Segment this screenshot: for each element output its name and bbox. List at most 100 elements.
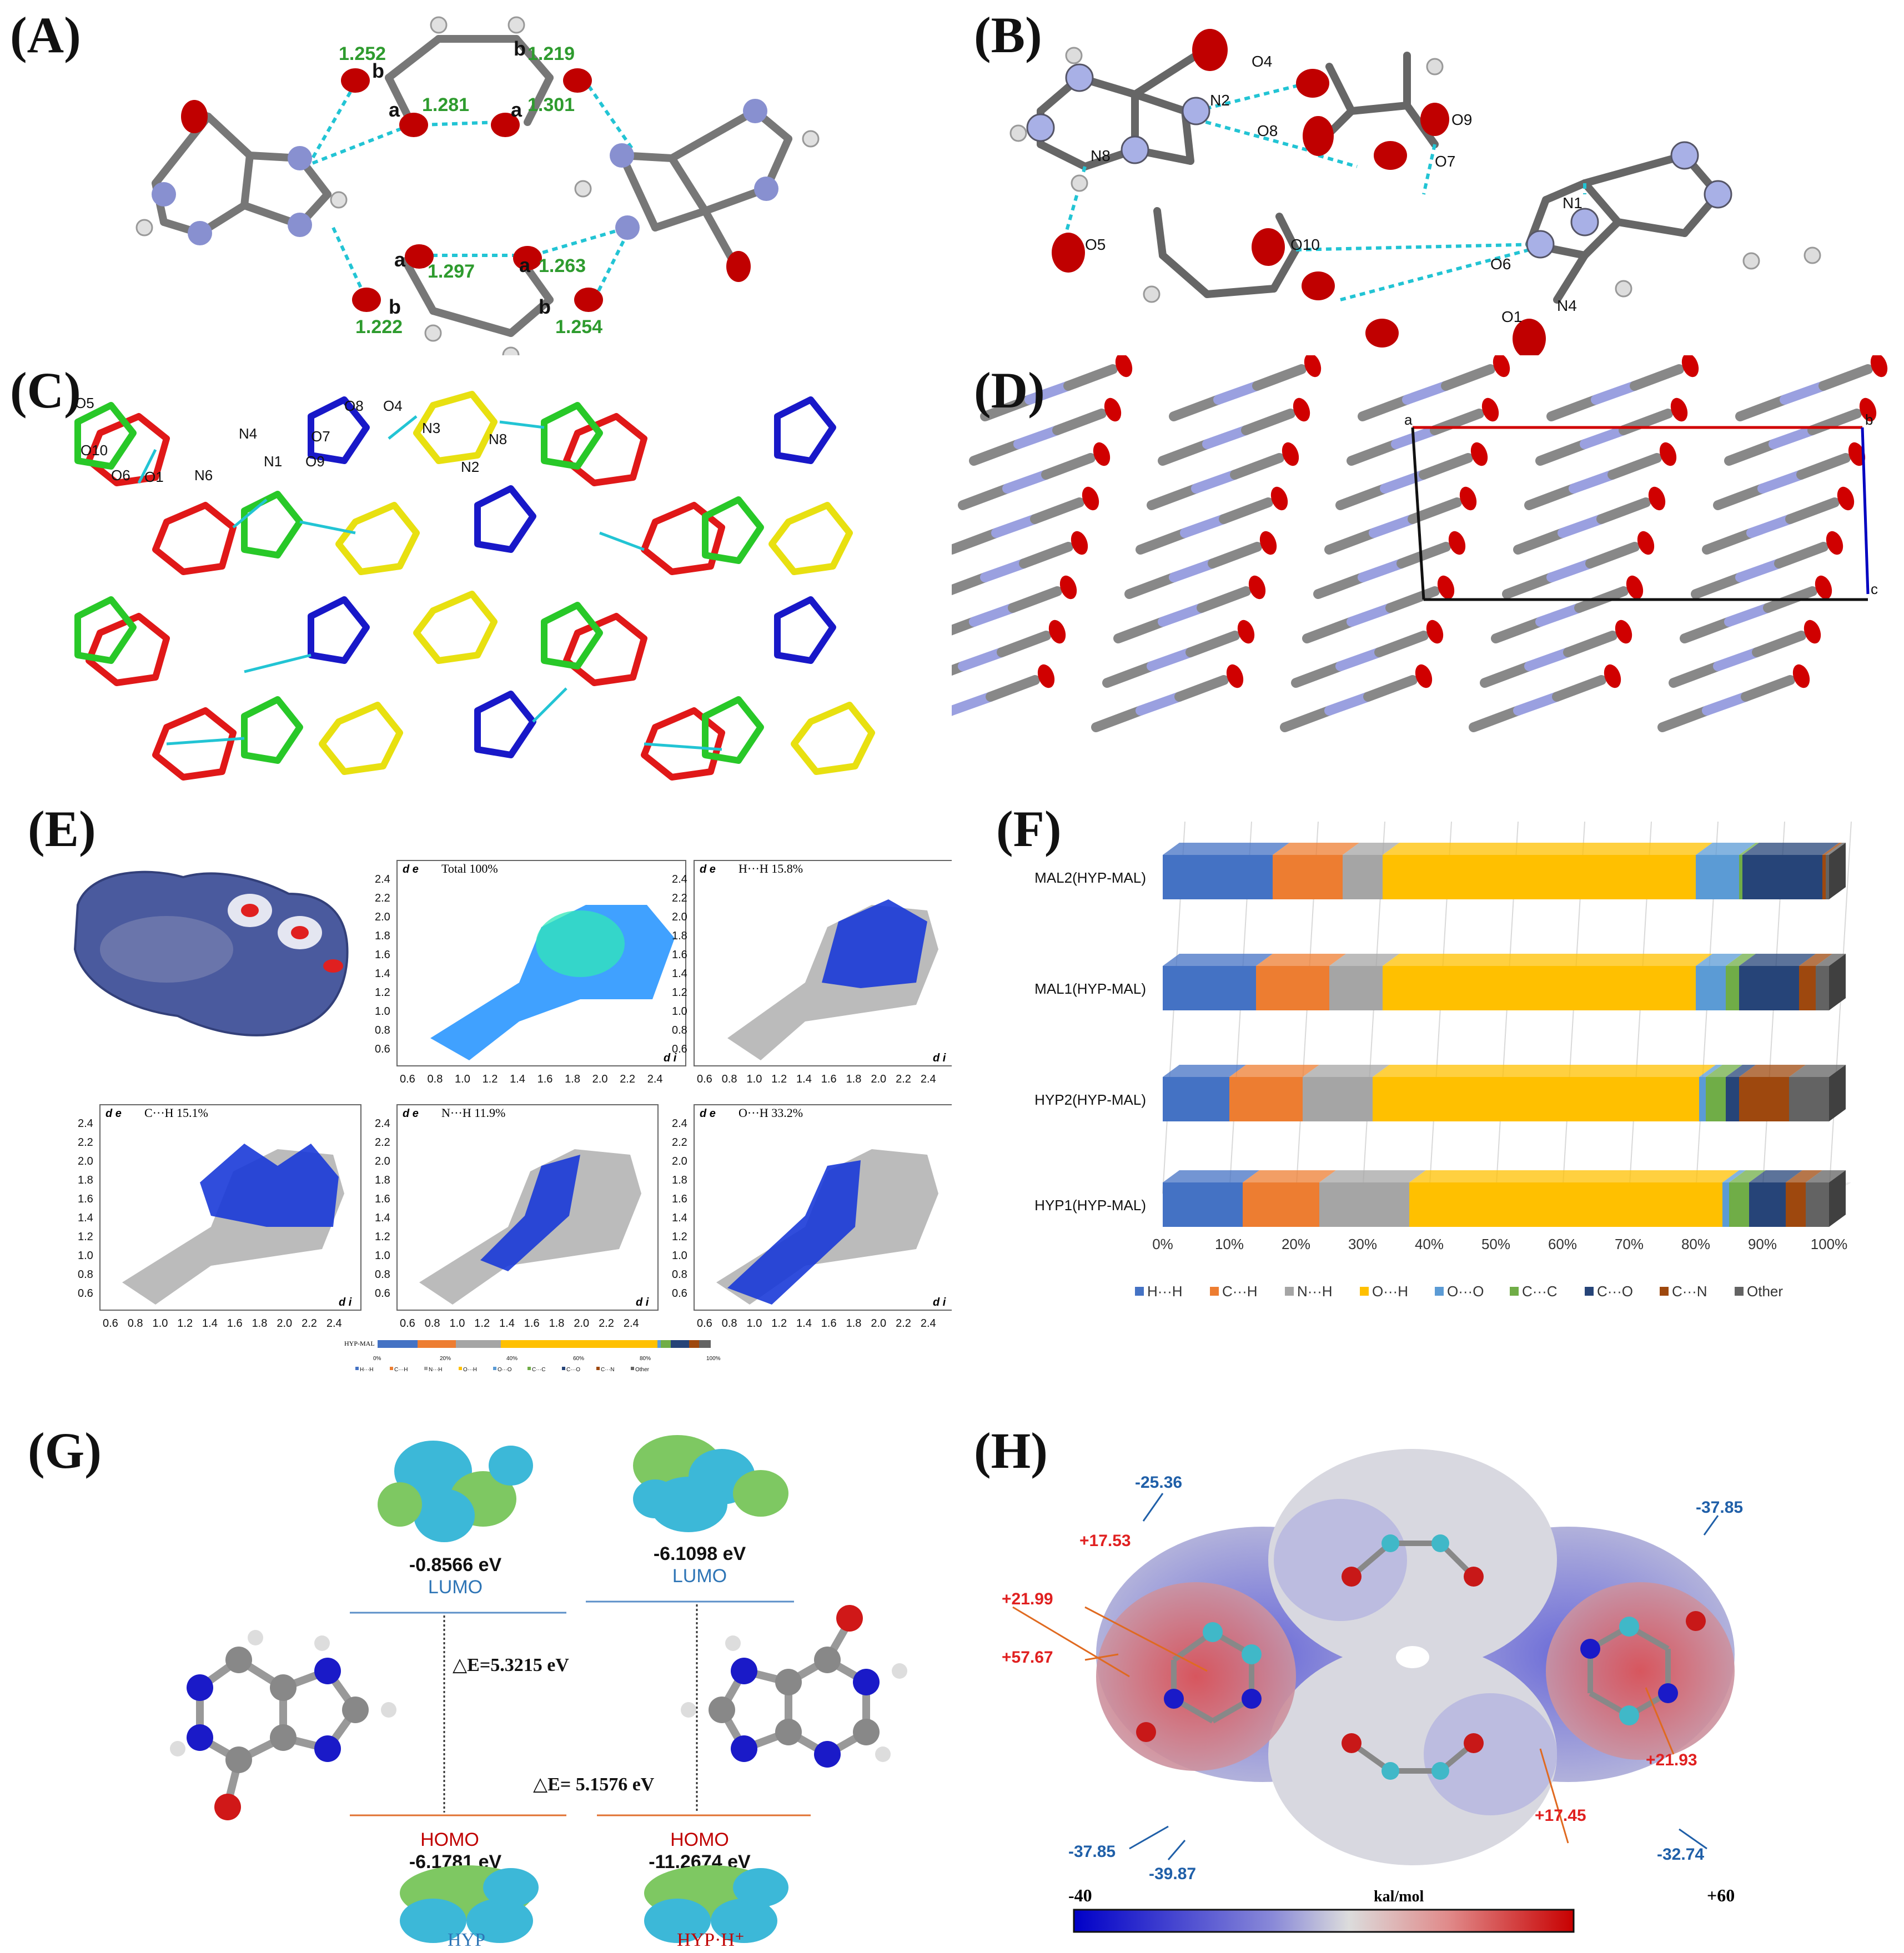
packing-chain-segment bbox=[991, 514, 1040, 538]
y-tick-label: 2.0 bbox=[672, 911, 687, 923]
svg-text:d e: d e bbox=[106, 1108, 122, 1120]
oxygen-atom bbox=[1870, 353, 1888, 377]
energy-gap-hyph: △E= 5.1576 eV bbox=[533, 1774, 655, 1795]
packing-chain-segment bbox=[1580, 425, 1629, 449]
bar-segment-top bbox=[1742, 843, 1839, 855]
oxygen-atom bbox=[1237, 620, 1255, 644]
oxygen-atom bbox=[1259, 531, 1277, 555]
panel-a-structure: 1.252 1.281 1.219 1.301 1.297 1.263 1.22… bbox=[135, 16, 820, 364]
y-tick-label: 1.2 bbox=[672, 1231, 687, 1243]
mini-bar-segment bbox=[418, 1340, 456, 1348]
atom-label: N4 bbox=[1557, 297, 1577, 314]
panel-h: (H) bbox=[952, 1410, 1904, 1950]
packing-chain-segment bbox=[1585, 542, 1640, 568]
oxygen-atom bbox=[1226, 664, 1244, 688]
legend-label: C···O bbox=[1597, 1283, 1633, 1300]
packing-chain-segment bbox=[1480, 661, 1534, 688]
oxygen-atom bbox=[1071, 531, 1088, 555]
atom-label: O8 bbox=[344, 397, 364, 414]
y-tick-label: 1.0 bbox=[672, 1250, 687, 1262]
mini-bar-segment bbox=[671, 1340, 689, 1348]
packing-chain-segment bbox=[1280, 706, 1334, 732]
y-tick-label: 1.2 bbox=[672, 986, 687, 999]
bar-segment bbox=[1273, 855, 1343, 899]
packing-chain-segment bbox=[1013, 425, 1062, 449]
atom-label: O9 bbox=[1451, 111, 1472, 128]
bar-segment bbox=[1826, 855, 1829, 899]
x-tick-label: 2.2 bbox=[302, 1317, 317, 1330]
bar-segment bbox=[1373, 1077, 1699, 1121]
packing-chain-segment bbox=[1102, 661, 1157, 688]
packing-chain-segment bbox=[1358, 395, 1412, 421]
x-tick-label: 1.8 bbox=[549, 1317, 565, 1330]
svg-text:HYP-MAL: HYP-MAL bbox=[344, 1340, 375, 1347]
bar-category-label: MAL2(HYP-MAL) bbox=[1034, 869, 1146, 886]
svg-text:C···H 15.1%: C···H 15.1% bbox=[144, 1106, 208, 1120]
bar-segment bbox=[1243, 1182, 1319, 1227]
bar-segment-top bbox=[1739, 1065, 1806, 1077]
mini-bar-tick: 60% bbox=[573, 1356, 584, 1362]
esp-value-min: -32.74 bbox=[1657, 1845, 1704, 1864]
svg-text:d i: d i bbox=[664, 1052, 677, 1064]
y-tick-label: 2.0 bbox=[375, 911, 390, 923]
oxygen-atom bbox=[1437, 575, 1455, 600]
mini-bar-tick: 80% bbox=[640, 1356, 651, 1362]
packing-chain-segment bbox=[1546, 395, 1601, 421]
bar-segment-top bbox=[1729, 1170, 1766, 1182]
x-tick-label: 2.4 bbox=[647, 1073, 663, 1085]
y-tick-label: 1.8 bbox=[672, 930, 687, 942]
packing-chain-segment bbox=[1796, 453, 1851, 480]
esp-color-scale: -40 kal/mol +60 bbox=[1068, 1885, 1735, 1933]
packing-chain-segment bbox=[1213, 381, 1262, 405]
mini-bar-tick: 20% bbox=[440, 1356, 451, 1362]
atom-label: N8 bbox=[1091, 147, 1111, 164]
x-tick-label: 1.0 bbox=[450, 1317, 465, 1330]
packing-chain-segment bbox=[1502, 572, 1556, 599]
legend-label: C···H bbox=[1222, 1283, 1258, 1300]
bar-segment bbox=[1749, 1182, 1786, 1227]
bar-segment bbox=[1696, 855, 1739, 899]
packing-chain-segment bbox=[1363, 675, 1418, 702]
bar-segment bbox=[1383, 855, 1696, 899]
bond-length-label: 1.254 bbox=[555, 316, 602, 338]
mini-legend-swatch bbox=[631, 1367, 634, 1370]
bond-site-a: a bbox=[389, 98, 400, 121]
bar-segment-top bbox=[1329, 954, 1399, 966]
y-tick-label: 1.6 bbox=[375, 949, 390, 961]
bar-segment bbox=[1319, 1182, 1409, 1227]
oxygen-atom bbox=[1293, 397, 1310, 422]
y-tick-label: 1.2 bbox=[375, 986, 390, 999]
x-tick-label: 1.2 bbox=[483, 1073, 498, 1085]
bar-segment bbox=[1742, 855, 1822, 899]
bond-length-label: 1.297 bbox=[428, 261, 475, 282]
mini-bar-segment bbox=[689, 1340, 699, 1348]
packing-chain-segment bbox=[947, 528, 1001, 555]
bar-segment bbox=[1343, 855, 1383, 899]
packing-chain-segment bbox=[1552, 675, 1606, 702]
oxygen-atom bbox=[1093, 442, 1111, 466]
legend-swatch bbox=[1735, 1287, 1744, 1296]
bar-segment-top bbox=[1163, 1170, 1259, 1182]
mini-bar-segment bbox=[456, 1340, 501, 1348]
packing-chain-segment bbox=[1291, 661, 1345, 688]
x-tick-label: 0.6 bbox=[103, 1317, 118, 1330]
bar-segment-top bbox=[1789, 1065, 1846, 1077]
y-tick-label: 2.2 bbox=[672, 1136, 687, 1149]
svg-text:d i: d i bbox=[339, 1296, 352, 1308]
mini-bar-tick: 100% bbox=[706, 1356, 721, 1362]
x-tick-label: 0.6 bbox=[400, 1317, 415, 1330]
packing-chain-segment bbox=[1607, 453, 1662, 480]
packing-chain-segment bbox=[1169, 558, 1218, 582]
legend-label: O···H bbox=[1372, 1283, 1408, 1300]
oxygen-atom bbox=[1048, 620, 1066, 644]
mini-legend-label: Other bbox=[635, 1367, 650, 1373]
atom-label: N6 bbox=[194, 467, 213, 484]
x-tick-label: 1.0 bbox=[747, 1073, 762, 1085]
esp-value-max: +21.99 bbox=[1002, 1590, 1053, 1608]
esp-value-max: +57.67 bbox=[1002, 1648, 1053, 1667]
svg-text:Total 100%: Total 100% bbox=[441, 862, 498, 875]
esp-scale-max: +60 bbox=[1707, 1885, 1735, 1905]
legend-swatch bbox=[1585, 1287, 1594, 1296]
packing-chain-segment bbox=[1491, 617, 1545, 643]
bar-segment-top bbox=[1383, 954, 1712, 966]
